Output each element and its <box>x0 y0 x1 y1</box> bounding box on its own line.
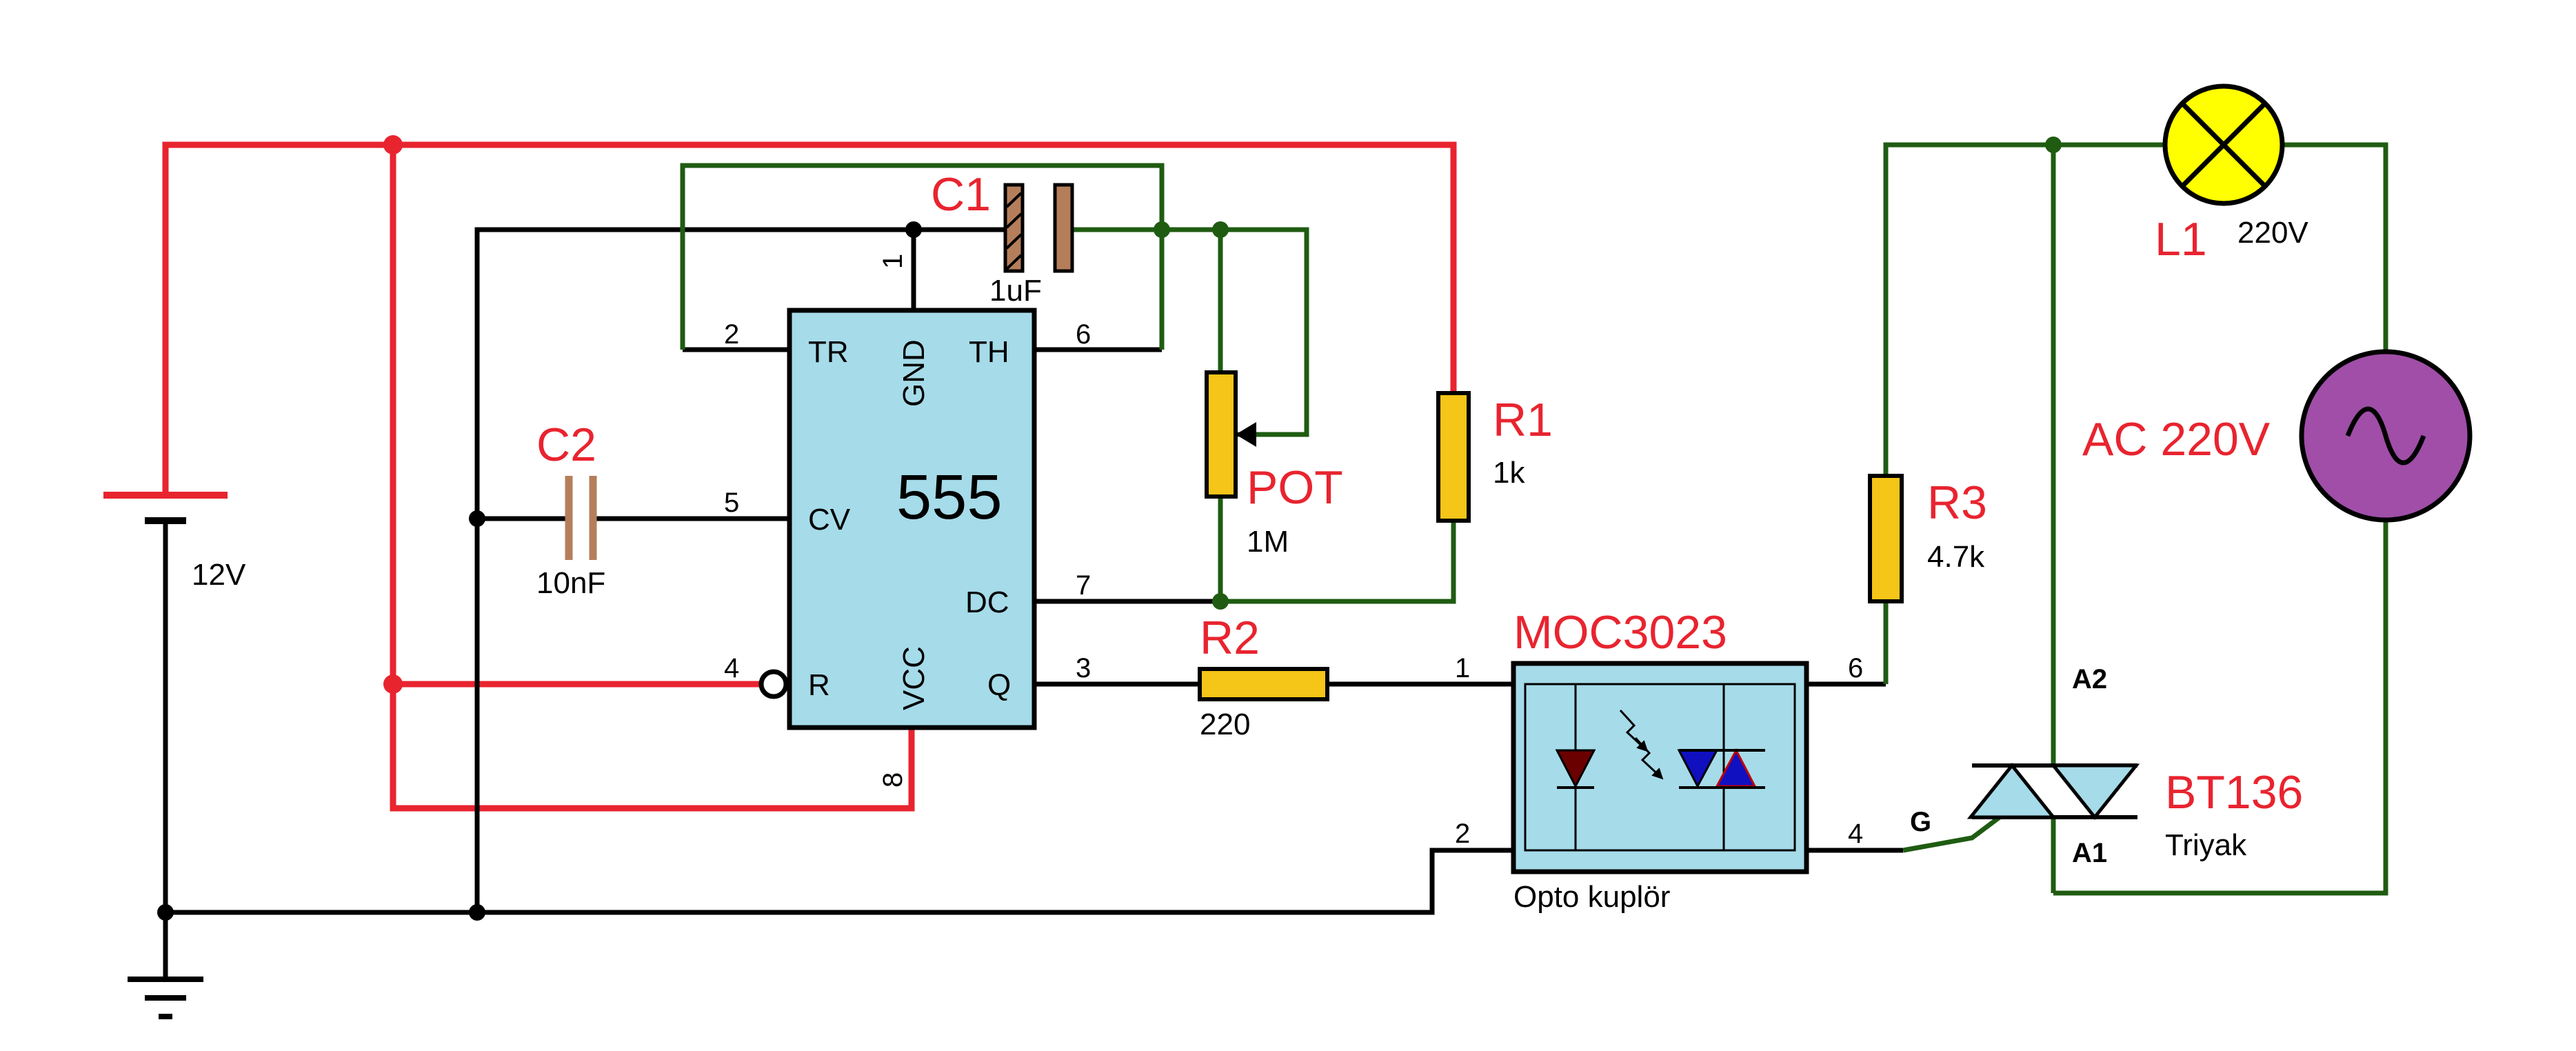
resistor-r1: R1 1k <box>1436 391 1553 523</box>
ac-wire-source-bottom <box>2053 521 2388 896</box>
optocoupler-pin-number-4: 4 <box>1848 819 1863 849</box>
timing-wire-loop <box>680 163 1165 350</box>
resistor-r3-value: 4.7k <box>1927 540 1985 574</box>
optocoupler-pin-number-1: 1 <box>1455 653 1470 683</box>
junction-dot <box>1212 593 1229 610</box>
triac-caption: Triyak <box>2165 828 2247 862</box>
resistor-r1-name: R1 <box>1493 394 1553 446</box>
ic-555-pin-th: TH <box>969 335 1009 369</box>
ic-555-pin-q: Q <box>987 668 1011 702</box>
ac-wire-gate <box>1902 815 2002 853</box>
ic-555-pin-vcc: VCC <box>897 646 931 710</box>
sine-wave-icon <box>2345 406 2426 466</box>
junction-dots <box>157 135 2062 921</box>
junction-dot <box>1154 221 1170 238</box>
capacitor-c1: C1 1uF <box>931 168 1074 308</box>
resistor-r2-body <box>1198 667 1329 701</box>
capacitor-c1-value: 1uF <box>989 274 1042 308</box>
junction-dot <box>2045 137 2062 153</box>
capacitor-c1-name: C1 <box>931 168 991 221</box>
battery: 12V <box>103 492 246 592</box>
resistor-r2-value: 220 <box>1200 708 1250 741</box>
ic-555: 555 TR TH CV DC R Q GND VCC 2 6 5 7 4 3 … <box>724 254 1091 788</box>
lamp-l1: L1 220V <box>2155 83 2308 266</box>
ic-555-pin-r: R <box>808 668 830 702</box>
potentiometer-body <box>1205 370 1238 499</box>
ic-555-pin-cv: CV <box>808 503 851 537</box>
optocoupler-pin-number-6: 6 <box>1848 653 1863 683</box>
supply-wire-top <box>162 141 1457 499</box>
potentiometer: POT 1M <box>1205 370 1343 559</box>
ic-555-pin-number-4: 4 <box>724 653 739 683</box>
resistor-r1-value: 1k <box>1493 456 1525 490</box>
resistor-r1-body <box>1436 391 1471 523</box>
ground-symbol <box>128 977 203 1019</box>
supply-wires <box>162 141 1457 812</box>
resistor-r2-name: R2 <box>1200 612 1260 664</box>
ic-555-pin-number-8: 8 <box>878 772 908 788</box>
capacitor-c2: C2 10nF <box>536 419 605 600</box>
lamp-voltage: 220V <box>2237 216 2308 250</box>
capacitor-c2-value: 10nF <box>536 566 605 600</box>
ic-555-body <box>787 308 1037 730</box>
ac-wire-lamp-right <box>2282 142 2388 352</box>
ac-source: AC 220V <box>2082 349 2473 523</box>
optocoupler-led-icon <box>1555 749 1596 789</box>
potentiometer-wiper-arrow <box>1236 422 1256 447</box>
capacitor-c2-name: C2 <box>536 419 596 471</box>
triac-bt136: BT136 Triyak A2 A1 G <box>1910 664 2303 868</box>
junction-dot <box>469 904 485 921</box>
ic-555-title: 555 <box>896 462 1003 532</box>
optocoupler-pin-number-2: 2 <box>1455 819 1470 849</box>
ic-555-pin-number-2: 2 <box>724 319 739 350</box>
ic-555-pin-number-5: 5 <box>724 488 739 518</box>
ic-555-pin-gnd: GND <box>897 339 931 407</box>
ic-555-pin-number-7: 7 <box>1076 570 1091 601</box>
timing-wire-pot-wiper <box>1220 227 1309 437</box>
ac-source-label: AC 220V <box>2082 413 2271 466</box>
resistor-r3-body <box>1868 474 1904 603</box>
junction-dot <box>383 135 403 154</box>
potentiometer-value: 1M <box>1247 525 1289 559</box>
ac-wire-r3-top <box>1883 142 2165 476</box>
triac-a1-label: A1 <box>2072 838 2107 868</box>
ic-555-pin-number-3: 3 <box>1076 653 1091 683</box>
triac-gate-label: G <box>1910 807 1931 837</box>
optocoupler-name: MOC3023 <box>1513 606 1727 659</box>
junction-dot <box>1212 221 1229 238</box>
ic-555-pin-dc: DC <box>965 585 1009 619</box>
ground-wires <box>163 227 1903 979</box>
junction-dot <box>469 510 485 527</box>
ic-555-reset-bubble <box>758 669 789 699</box>
supply-wire-left <box>390 141 915 812</box>
junction-dot <box>157 904 174 921</box>
triac-up-triangle <box>1966 762 2057 819</box>
optocoupler-body <box>1511 661 1809 874</box>
triac-down-triangle <box>2049 763 2140 821</box>
resistor-r3-name: R3 <box>1927 477 1987 529</box>
optocoupler-caption: Opto kuplör <box>1513 880 1670 914</box>
potentiometer-name: POT <box>1247 461 1343 514</box>
ic-555-pin-number-6: 6 <box>1076 319 1091 350</box>
optocoupler-inner-frame <box>1524 683 1796 852</box>
junction-dot <box>905 221 922 238</box>
triac-name: BT136 <box>2165 766 2303 819</box>
resistor-r2: R2 220 <box>1198 612 1329 741</box>
battery-voltage-label: 12V <box>192 558 246 592</box>
resistor-r3: R3 4.7k <box>1868 474 1987 603</box>
timing-wires <box>680 142 2388 896</box>
ground-wire-main <box>163 521 1513 915</box>
ic-555-pin-tr: TR <box>808 335 849 369</box>
lamp-name: L1 <box>2155 213 2207 266</box>
optocoupler-moc3023: MOC3023 Opto kuplör 1 2 6 4 <box>1455 606 1863 914</box>
ic-555-pin-number-1: 1 <box>878 254 908 269</box>
capacitor-c1-plate-right <box>1053 183 1074 273</box>
junction-dot <box>383 674 403 694</box>
timing-wire-dc <box>1220 521 1456 604</box>
optocoupler-light-arrows-icon <box>1619 709 1664 780</box>
triac-a2-label: A2 <box>2072 664 2107 694</box>
